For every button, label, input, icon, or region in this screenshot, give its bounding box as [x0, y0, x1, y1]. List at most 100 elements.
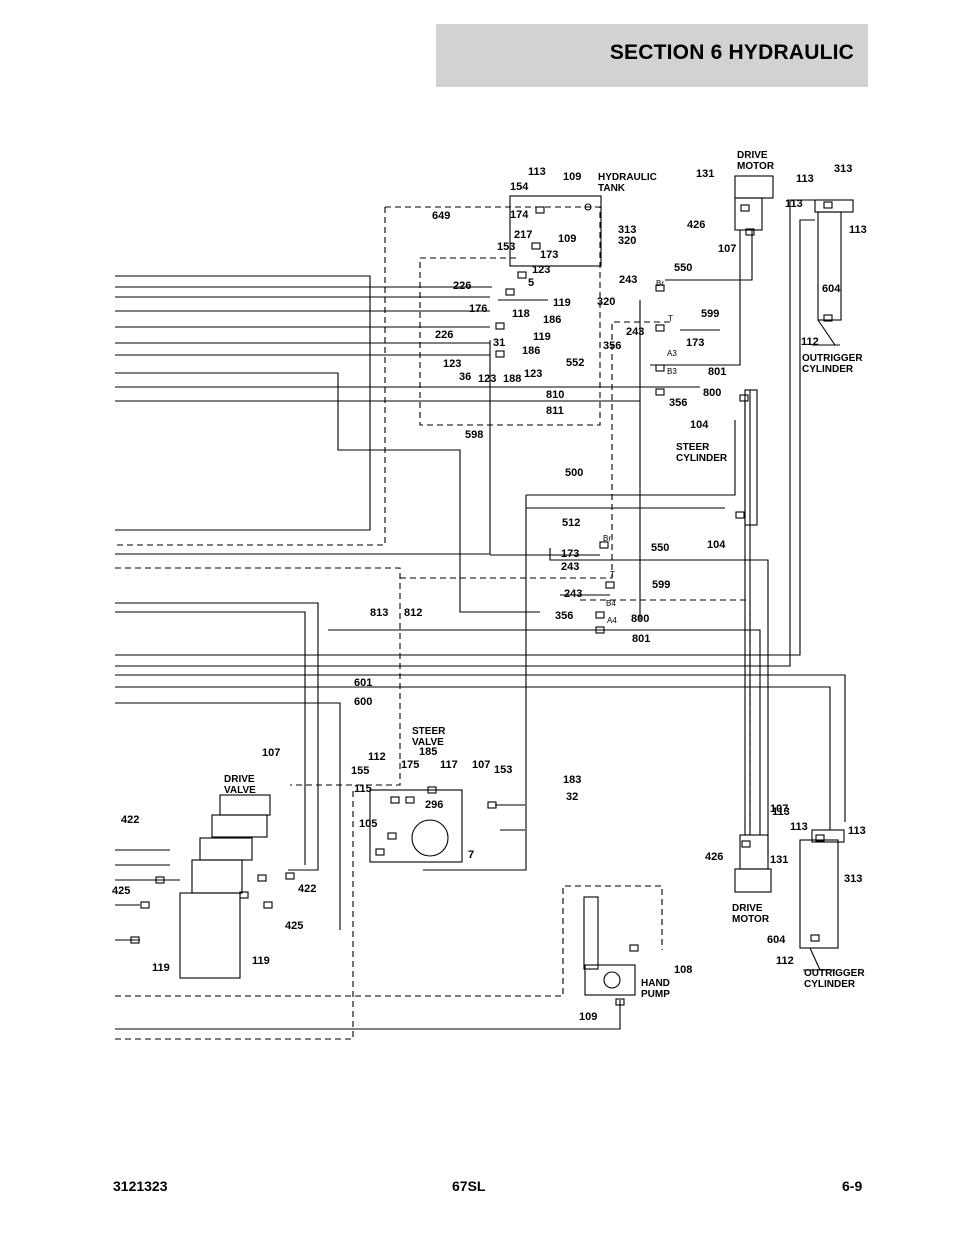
lbl-drive-valve: DRIVE [224, 774, 255, 785]
hose-fitting [735, 511, 745, 519]
part-number-label: 599 [701, 308, 719, 320]
hose-fitting [823, 314, 833, 322]
pilot-line [115, 885, 663, 997]
hose-fitting [629, 944, 639, 952]
lbl-hand-pump: HAND [641, 978, 670, 989]
part-number-label: 113 [772, 806, 790, 818]
hydraulic-line [115, 199, 818, 667]
steer-cylinder [744, 389, 758, 526]
part-number-label: 186 [543, 314, 561, 326]
part-number-label: 113 [790, 821, 808, 833]
hose-fitting [257, 874, 267, 882]
part-number-label: 31 [493, 337, 505, 349]
lbl-drive-valve: VALVE [224, 785, 256, 796]
hose-fitting [531, 242, 541, 250]
part-number-label: 226 [453, 280, 471, 292]
hydraulic-line [115, 1000, 621, 1030]
hose-fitting [741, 840, 751, 848]
hydraulic-line [650, 230, 741, 366]
hose-fitting [655, 364, 665, 372]
part-number-label: 113 [848, 825, 866, 837]
lbl-steer-valve: STEER [412, 726, 446, 737]
part-number-label: 604 [822, 283, 841, 295]
part-number-label: 426 [705, 851, 723, 863]
part-number-label: 112 [776, 955, 794, 967]
page-number: 6-9 [842, 1178, 863, 1194]
hose-fitting [740, 204, 750, 212]
part-number-label: 109 [563, 171, 581, 183]
part-number-label: 173 [540, 249, 558, 261]
part-number-label: 426 [687, 219, 705, 231]
part-number-label: 112 [801, 336, 819, 348]
port-mark: Br [603, 534, 611, 543]
hose-fitting [427, 786, 437, 794]
part-number-label: 153 [494, 764, 512, 776]
port-mark: A4 [607, 616, 617, 625]
hose-fitting [605, 581, 615, 589]
part-number-label: 183 [563, 774, 581, 786]
part-number-label: 801 [632, 633, 650, 645]
hose-fitting [487, 801, 497, 809]
part-number-label: 243 [564, 588, 582, 600]
hydraulic-line [328, 629, 761, 835]
part-number-label: 313 [844, 873, 862, 885]
part-number-label: 813 [370, 607, 388, 619]
lbl-hydraulic-tank: TANK [598, 183, 626, 194]
hose-fitting [285, 872, 295, 880]
part-number-label: 113 [528, 166, 546, 178]
part-number-label: 812 [404, 607, 422, 619]
hose-fitting [739, 394, 749, 402]
hose-fitting [810, 934, 820, 942]
port-mark: T [610, 570, 615, 579]
hose-fitting [655, 388, 665, 396]
drive-motor-bottom [739, 834, 769, 870]
part-number-label: 601 [354, 677, 372, 689]
hose-fitting [387, 832, 397, 840]
lbl-hydraulic-tank: HYDRAULIC [598, 172, 657, 183]
part-number-label: 123 [443, 358, 461, 370]
part-number-label: 107 [262, 747, 280, 759]
pilot-line [580, 599, 751, 835]
part-number-label: 119 [252, 955, 270, 967]
pilot-line [115, 567, 401, 786]
part-number-label: 113 [796, 173, 814, 185]
part-number-label: 296 [425, 799, 443, 811]
hose-fitting [595, 611, 605, 619]
hydraulic-line [115, 602, 319, 871]
part-number-label: 109 [579, 1011, 597, 1023]
lbl-drive-motor-bottom: MOTOR [732, 914, 770, 925]
hydraulic-line [115, 340, 491, 555]
part-number-label: 356 [555, 610, 573, 622]
hand-pump-handle [583, 896, 599, 970]
part-number-label: 422 [121, 814, 139, 826]
part-number-label: 550 [651, 542, 669, 554]
part-number-label: 599 [652, 579, 670, 591]
part-number-label: 154 [510, 181, 529, 193]
hose-fitting [130, 936, 140, 944]
part-number-label: 119 [152, 962, 170, 974]
part-number-label: 123 [532, 264, 550, 276]
part-number-label: 115 [354, 783, 372, 795]
outrigger-cylinder-top [817, 211, 842, 321]
part-number-label: 131 [696, 168, 714, 180]
part-number-label: 425 [112, 885, 130, 897]
hose-fitting [599, 541, 609, 549]
outrigger-cylinder-bottom [799, 839, 839, 949]
hose-fitting [495, 350, 505, 358]
hose-fitting [405, 796, 415, 804]
hose-fitting [155, 876, 165, 884]
part-number-label: 188 [503, 373, 521, 385]
hydraulic-line [549, 548, 769, 856]
doc-number: 3121323 [113, 1178, 168, 1194]
part-number-label: 174 [510, 209, 529, 221]
section-title: SECTION 6 HYDRAULIC [609, 41, 854, 64]
pilot-line [385, 206, 601, 426]
part-number-label: 550 [674, 262, 692, 274]
part-number-label: 500 [565, 467, 583, 479]
hydraulic-tank [509, 195, 602, 267]
part-number-label: 185 [419, 746, 437, 758]
part-number-label: 107 [770, 803, 788, 815]
part-number-label: 356 [669, 397, 687, 409]
part-number-label: 109 [558, 233, 576, 245]
hose-fitting [615, 998, 625, 1006]
